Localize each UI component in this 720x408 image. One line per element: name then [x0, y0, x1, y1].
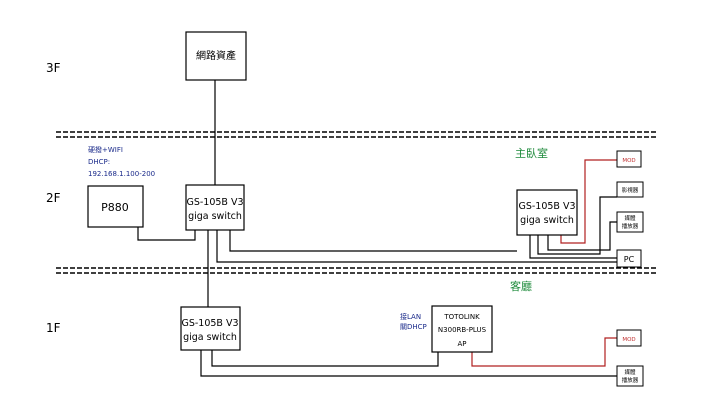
media-player-1f-label-2: 播放器 [622, 376, 639, 384]
recorder-2f-label: 影視器 [622, 186, 639, 194]
router-note-line-3: 192.168.1.100-200 [88, 170, 155, 178]
switch-1f-type: giga switch [183, 332, 237, 343]
floor-label-1f: 1F [46, 321, 61, 335]
link-bedroom-pc [529, 235, 617, 259]
link-router-switch2f [137, 227, 196, 241]
router-label: P880 [101, 201, 129, 214]
mod-1f-label: MOD [622, 337, 635, 343]
ap-note-line-2: 關DHCP [400, 323, 427, 331]
ap-node: TOTOLINK N300RB-PLUS AP [431, 305, 493, 353]
floor-label-3f: 3F [46, 61, 61, 75]
room-label-living-room: 客廳 [510, 279, 532, 293]
link-switch1f-media [200, 350, 617, 377]
recorder-2f-node: 影視器 [616, 181, 644, 198]
link-bedroom-media [547, 221, 617, 251]
mod-2f-node: MOD [616, 150, 642, 168]
media-player-1f-node: 媒體 播放器 [616, 365, 644, 387]
ap-brand: TOTOLINK [443, 313, 480, 321]
floor-label-2f: 2F [46, 191, 61, 205]
mod-2f-label: MOD [622, 158, 635, 164]
switch-1f-model: GS-105B V3 [181, 318, 238, 329]
media-player-2f-label-1: 媒體 [624, 214, 636, 222]
router-note-line-2: DHCP: [88, 158, 110, 166]
link-switch2f-bedroom-switch [229, 230, 517, 252]
ap-type: AP [457, 340, 466, 348]
ap-model: N300RB-PLUS [438, 326, 487, 334]
media-player-2f-label-2: 播放器 [622, 222, 639, 230]
switch-2f-bedroom-model: GS-105B V3 [518, 201, 575, 212]
pc-label: PC [624, 255, 635, 264]
connections [137, 80, 617, 377]
mod-1f-node: MOD [616, 329, 642, 347]
switch-2f-main-node: GS-105B V3 giga switch [185, 184, 245, 231]
link-ap-mod [471, 337, 617, 367]
switch-2f-bedroom-node: GS-105B V3 giga switch [516, 189, 578, 236]
switch-2f-main-model: GS-105B V3 [186, 197, 243, 208]
link-bedroom-recorder [537, 196, 617, 255]
media-player-2f-node: 媒體 播放器 [616, 211, 644, 233]
floor-separator-2f-1f [56, 267, 658, 274]
pc-node: PC [616, 249, 642, 268]
router-node: P880 [87, 185, 144, 228]
switch-2f-bedroom-type: giga switch [520, 215, 574, 226]
switch-1f-node: GS-105B V3 giga switch [180, 306, 241, 351]
media-player-1f-label-1: 媒體 [624, 368, 636, 376]
link-switch2f-pc [216, 230, 617, 263]
link-bedroom-mod [560, 159, 617, 244]
switch-2f-main-type: giga switch [188, 211, 242, 222]
nas-node: 網路資產 [185, 31, 247, 81]
nas-label: 網路資產 [196, 49, 236, 62]
router-note-line-1: 硬撥+WIFI [88, 145, 123, 154]
ap-note-line-1: 接LAN [400, 312, 421, 321]
floor-separator-3f-2f [56, 131, 658, 138]
link-switch1f-ap [211, 350, 439, 367]
red-connections [471, 159, 617, 367]
room-label-master-bedroom: 主臥室 [515, 146, 548, 160]
